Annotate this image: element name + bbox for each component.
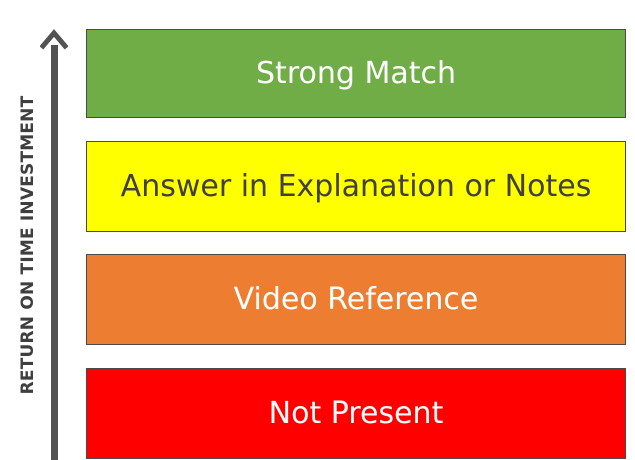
up-arrow-icon — [40, 29, 68, 50]
tier-video-reference: Video Reference — [86, 254, 626, 345]
tier-answer-in-explanation: Answer in Explanation or Notes — [86, 141, 626, 232]
axis-arrow-shaft — [51, 45, 58, 460]
axis-label: RETURN ON TIME INVESTMENT — [18, 95, 38, 395]
tier-not-present: Not Present — [86, 368, 626, 459]
tier-strong-match: Strong Match — [86, 29, 626, 118]
